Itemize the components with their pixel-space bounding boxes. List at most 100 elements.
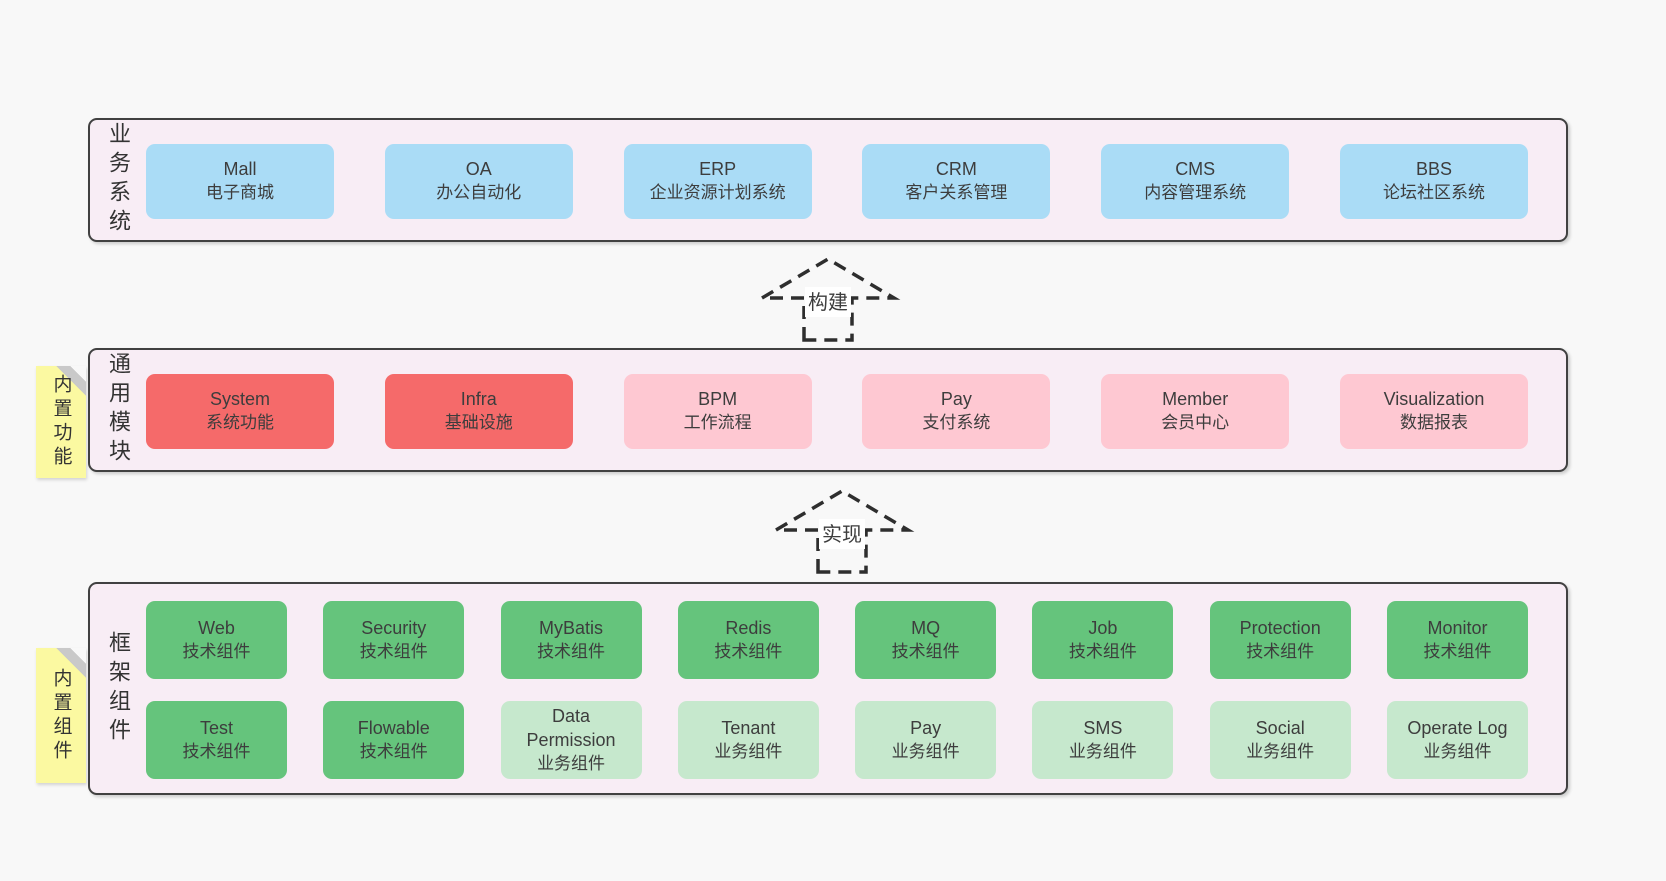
box-subtitle: 业务组件 [714, 741, 783, 761]
box-subtitle: 技术组件 [359, 641, 428, 661]
box-subtitle: 技术组件 [1423, 641, 1492, 661]
box-title: MyBatis [539, 617, 604, 638]
sticky-note-label: 内置组件 [50, 667, 72, 764]
box-title: OA [465, 159, 492, 180]
box-subtitle: 论坛社区系统 [1382, 183, 1485, 203]
band-common-modules: 通用模块 System 系统功能 Infra 基础设施 BPM 工作流程 Pay… [88, 348, 1568, 472]
module-box-monitor: Monitor 技术组件 [1386, 601, 1528, 679]
implement-arrow-label: 实现 [822, 523, 862, 546]
module-box-erp: ERP 企业资源计划系统 [623, 144, 812, 219]
build-arrow-icon: 构建 [755, 256, 901, 342]
box-subtitle: 支付系统 [922, 413, 991, 433]
band-common-modules-label: 通用模块 [106, 352, 131, 468]
module-box-mybatis: MyBatis 技术组件 [500, 601, 642, 679]
box-title: Web [198, 617, 235, 638]
module-box-pay: Pay 支付系统 [862, 374, 1051, 449]
module-box-test: Test 技术组件 [146, 701, 287, 779]
module-box-bbs: BBS 论坛社区系统 [1339, 144, 1528, 219]
module-box-pay-business: Pay 业务组件 [855, 701, 997, 779]
box-title: Operate Log [1407, 717, 1508, 738]
box-title: Job [1088, 617, 1118, 638]
box-title: BBS [1415, 159, 1452, 180]
box-subtitle: 会员中心 [1161, 413, 1230, 433]
module-box-infra: Infra 基础设施 [384, 374, 573, 449]
box-title: SMS [1083, 717, 1123, 738]
box-title: BPM [698, 389, 738, 410]
sticky-note-built-in-components: 内置组件 [36, 648, 86, 783]
module-box-mq: MQ 技术组件 [855, 601, 997, 679]
box-title: MQ [911, 617, 941, 638]
box-subtitle: 业务组件 [1423, 741, 1492, 761]
box-subtitle: 技术组件 [359, 741, 428, 761]
box-title: Pay [910, 717, 942, 738]
box-subtitle: 系统功能 [206, 413, 274, 433]
box-title: CRM [935, 159, 977, 180]
box-subtitle: 业务组件 [1068, 741, 1137, 761]
box-subtitle: 技术组件 [714, 641, 783, 661]
box-subtitle: 业务组件 [537, 753, 606, 773]
box-title: Pay [940, 389, 972, 410]
band-framework-components: 框架组件 Web 技术组件 Security 技术组件 MyBatis 技术组件… [88, 582, 1568, 795]
module-box-sms: SMS 业务组件 [1032, 701, 1174, 779]
box-subtitle: 数据报表 [1399, 413, 1468, 433]
box-title: Social [1255, 717, 1305, 738]
box-subtitle: 基础设施 [444, 413, 513, 433]
box-title: Redis [725, 617, 772, 638]
business-systems-row: Mall 电子商城 OA 办公自动化 ERP 企业资源计划系统 CRM 客户关系… [146, 144, 1528, 219]
module-box-data-permission: Data Permission 业务组件 [500, 701, 642, 779]
box-subtitle: 客户关系管理 [905, 183, 1008, 203]
module-box-job: Job 技术组件 [1032, 601, 1174, 679]
band-framework-components-label: 框架组件 [106, 630, 131, 747]
module-box-cms: CMS 内容管理系统 [1101, 144, 1290, 219]
box-title: Flowable [357, 717, 430, 738]
box-title: System [209, 389, 270, 410]
module-box-social: Social 业务组件 [1209, 701, 1351, 779]
box-subtitle: 技术组件 [1246, 641, 1315, 661]
box-title: Monitor [1427, 617, 1488, 638]
box-subtitle: 技术组件 [182, 641, 251, 661]
module-box-mall: Mall 电子商城 [146, 144, 334, 219]
module-box-crm: CRM 客户关系管理 [862, 144, 1051, 219]
module-box-oa: OA 办公自动化 [384, 144, 573, 219]
box-subtitle: 技术组件 [891, 641, 960, 661]
box-title: Security [361, 617, 427, 638]
box-title: ERP [699, 159, 737, 180]
box-title: CMS [1175, 159, 1216, 180]
box-subtitle: 业务组件 [1246, 741, 1315, 761]
module-box-security: Security 技术组件 [323, 601, 465, 679]
band-business-systems: 业务系统 Mall 电子商城 OA 办公自动化 ERP 企业资源计划系统 CRM… [88, 118, 1568, 242]
module-box-web: Web 技术组件 [146, 601, 287, 679]
box-subtitle: 技术组件 [537, 641, 606, 661]
framework-components-row-1: Web 技术组件 Security 技术组件 MyBatis 技术组件 Redi… [146, 601, 1528, 679]
module-box-operate-log: Operate Log 业务组件 [1386, 701, 1528, 779]
implement-arrow-icon: 实现 [769, 488, 915, 574]
box-title: Data Permission [526, 706, 616, 750]
box-subtitle: 内容管理系统 [1144, 183, 1247, 203]
build-arrow-label: 构建 [808, 291, 848, 314]
sticky-note-built-in-features: 内置功能 [36, 366, 86, 478]
band-business-systems-label: 业务系统 [106, 122, 131, 238]
box-title: Protection [1239, 617, 1321, 638]
sticky-note-label: 内置功能 [50, 374, 72, 470]
module-box-redis: Redis 技术组件 [677, 601, 819, 679]
box-title: Mall [223, 159, 257, 180]
box-title: Infra [460, 389, 497, 410]
module-box-flowable: Flowable 技术组件 [323, 701, 465, 779]
framework-components-row-2: Test 技术组件 Flowable 技术组件 Data Permission … [146, 701, 1528, 779]
module-box-protection: Protection 技术组件 [1209, 601, 1351, 679]
module-box-member: Member 会员中心 [1101, 374, 1290, 449]
box-subtitle: 电子商城 [206, 183, 274, 203]
module-box-bpm: BPM 工作流程 [623, 374, 812, 449]
box-subtitle: 工作流程 [683, 413, 752, 433]
box-title: Member [1162, 389, 1229, 410]
common-modules-row: System 系统功能 Infra 基础设施 BPM 工作流程 Pay 支付系统… [146, 374, 1528, 449]
box-subtitle: 企业资源计划系统 [649, 183, 786, 203]
module-box-tenant: Tenant 业务组件 [677, 701, 819, 779]
module-box-visualization: Visualization 数据报表 [1339, 374, 1528, 449]
box-subtitle: 技术组件 [1068, 641, 1137, 661]
box-title: Tenant [721, 717, 776, 738]
box-subtitle: 业务组件 [891, 741, 960, 761]
box-subtitle: 办公自动化 [436, 183, 522, 203]
module-box-system: System 系统功能 [146, 374, 334, 449]
